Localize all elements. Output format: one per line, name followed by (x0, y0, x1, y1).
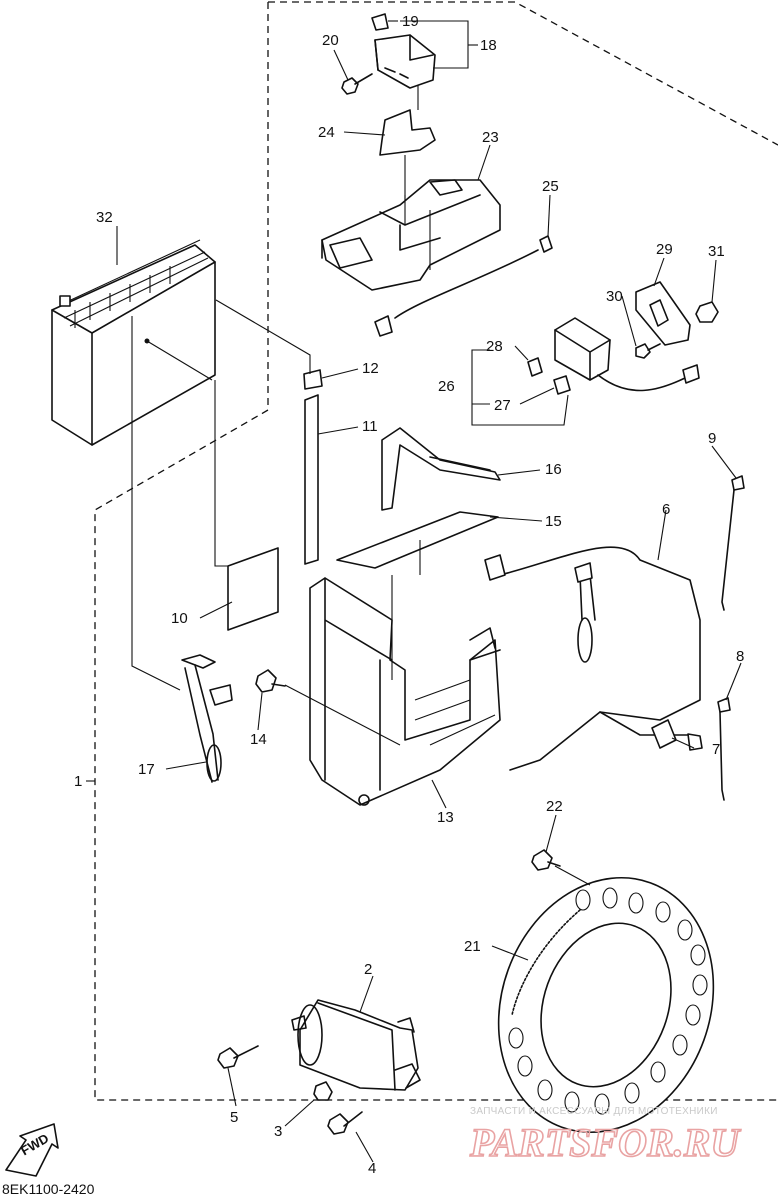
bracket-29 (635, 281, 691, 346)
battery-band (215, 299, 323, 565)
cable-tie-8 (717, 697, 731, 801)
callout-11: 11 (362, 418, 378, 435)
callout-10: 10 (171, 610, 188, 627)
callout-17: 17 (138, 761, 155, 778)
fuse-box (527, 317, 700, 395)
callout-labels: 1 2 3 4 5 6 7 8 9 10 11 12 13 14 15 16 1… (74, 13, 744, 1177)
clamp-7 (651, 719, 677, 749)
watermark: ЗАПЧАСТИ И АКСЕССУАРЫ ДЛЯ МОТОТЕХНИКИ PA… (468, 1106, 742, 1166)
battery-lead (131, 316, 233, 783)
drawing-code: 8EK1100-2420 (2, 1181, 95, 1197)
bolt-4 (327, 1111, 363, 1135)
callout-7: 7 (712, 741, 720, 758)
watermark-tagline: ЗАПЧАСТИ И АКСЕССУАРЫ ДЛЯ МОТОТЕХНИКИ (470, 1106, 718, 1117)
battery-box (284, 577, 501, 806)
callout-19: 19 (402, 13, 419, 30)
callout-22: 22 (546, 798, 563, 815)
callout-31: 31 (708, 243, 725, 260)
callout-16: 16 (545, 461, 562, 478)
callout-6: 6 (662, 501, 670, 518)
battery (51, 239, 216, 446)
bolt-22 (531, 849, 561, 871)
o-ring-3 (313, 1081, 333, 1101)
callout-2: 2 (364, 961, 372, 978)
callout-12: 12 (362, 360, 379, 377)
callout-3: 3 (274, 1123, 282, 1140)
assembly-boundary (94, 1, 778, 1101)
callout-24: 24 (318, 124, 335, 141)
fuse-box-cover (321, 179, 501, 291)
callout-21: 21 (464, 938, 481, 955)
leader-lines (86, 20, 742, 1163)
lead-25 (374, 235, 553, 337)
callout-30: 30 (606, 288, 623, 305)
callout-4: 4 (368, 1160, 376, 1177)
callout-29: 29 (656, 241, 673, 258)
wire-harness (484, 546, 703, 771)
callout-32: 32 (96, 209, 113, 226)
bolt-20 (341, 73, 373, 95)
callout-1: 1 (74, 773, 82, 790)
callout-15: 15 (545, 513, 562, 530)
callout-20: 20 (322, 32, 339, 49)
callout-14: 14 (250, 731, 267, 748)
nut-31 (695, 301, 719, 323)
callout-5: 5 (230, 1109, 238, 1126)
callout-8: 8 (736, 648, 744, 665)
rubber-band (381, 427, 501, 511)
starter-motor (291, 999, 421, 1091)
cover-sheet (336, 511, 499, 680)
callout-18: 18 (480, 37, 497, 54)
callout-13: 13 (437, 809, 454, 826)
watermark-brand: PARTSFOR.RU (469, 1120, 741, 1165)
callout-9: 9 (708, 430, 716, 447)
battery-pad (214, 380, 279, 631)
bolt-14 (255, 669, 286, 693)
starter-relay (371, 13, 436, 89)
callout-27: 27 (494, 397, 511, 414)
bolt-5 (217, 1045, 259, 1069)
fwd-arrow-icon: FWD (5, 1123, 59, 1177)
fuse-bracket (379, 80, 436, 200)
bolt-30 (635, 343, 661, 359)
cable-tie-9 (721, 475, 745, 611)
callout-25: 25 (542, 178, 559, 195)
callout-26: 26 (438, 378, 455, 395)
callout-23: 23 (482, 129, 499, 146)
starter-ring-gear (497, 865, 715, 1134)
callout-28: 28 (486, 338, 503, 355)
